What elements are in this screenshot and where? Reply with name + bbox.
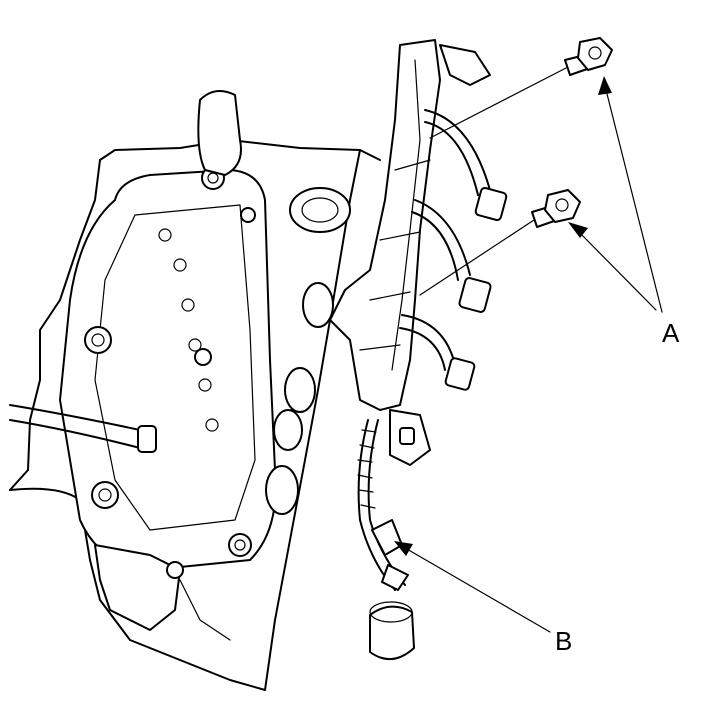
bolt-upper [564,37,613,76]
oil-filler-neck [197,90,351,233]
bolt-upper-leader [429,67,567,139]
callout-a-label: A [662,318,680,348]
callout-b-arrow [394,541,551,633]
lower-bracket [94,544,231,641]
callout-a-arrows [568,76,663,313]
callout-b-label: B [555,626,572,656]
plug-cap [369,601,415,660]
intake-ports [265,282,334,515]
bolt-lower [531,189,581,228]
bolt-lower-leader [419,219,535,296]
fuel-rail [329,39,491,466]
breather-hose [9,404,157,453]
valve-cover [59,166,277,571]
wire-harness [357,419,409,591]
injector-connectors [399,109,508,391]
